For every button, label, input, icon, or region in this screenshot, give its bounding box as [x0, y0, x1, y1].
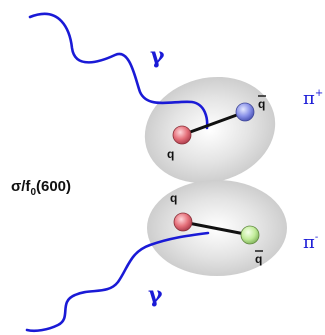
- photon-line-top: [28, 12, 209, 130]
- pion-plus-charge: +: [315, 88, 323, 99]
- quark-bond-lower: [182, 220, 251, 237]
- pion-minus-symbol: π: [303, 232, 315, 253]
- pion-plus-label: π+: [303, 88, 323, 109]
- photon-label-bottom: γ: [148, 282, 163, 308]
- antiquark-green-lower: [240, 225, 260, 245]
- quark-label-upper: q: [167, 147, 174, 161]
- pion-plus-symbol: π: [303, 88, 315, 109]
- meson-blob-upper: [144, 76, 276, 184]
- antiquark-label-upper: q: [258, 97, 265, 111]
- sigma-f0-label-tail: (600): [36, 178, 71, 195]
- quark-bond-upper: [181, 110, 246, 137]
- quark-red-lower: [173, 212, 193, 232]
- antiquark-blue-upper: [235, 102, 255, 122]
- pion-minus-label: π-: [303, 232, 318, 253]
- quark-label-lower: q: [170, 191, 177, 205]
- pion-minus-charge: -: [315, 232, 318, 243]
- sigma-f0-label-main: σ/f: [11, 178, 31, 195]
- quark-red-upper: [172, 125, 192, 145]
- photon-label-top: γ: [150, 43, 165, 69]
- sigma-f0-label: σ/f0(600): [11, 178, 71, 198]
- antiquark-label-lower: q: [255, 252, 262, 266]
- photon-line-bottom: [25, 231, 210, 333]
- sigma-f0-label-sub: 0: [30, 187, 36, 198]
